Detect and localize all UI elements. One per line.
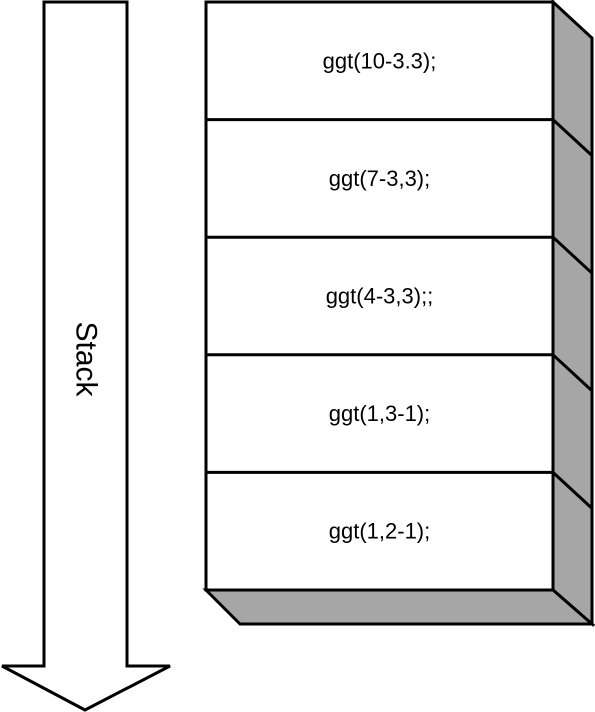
side-divider — [551, 471, 594, 510]
stack-frame-label: ggt(7-3,3); — [329, 166, 431, 191]
stack-frame-label: ggt(1,2-1); — [329, 519, 431, 544]
stack-direction-arrow: Stack — [1, 0, 171, 712]
box-side-face — [551, 0, 594, 628]
side-divider — [551, 236, 594, 275]
side-divider — [551, 118, 594, 157]
side-divider — [551, 353, 594, 392]
stack-frames: ggt(10-3.3); ggt(7-3,3); ggt(4-3,3);; ggt(1… — [323, 48, 437, 543]
stack-frame-label: ggt(1,3-1); — [329, 401, 431, 426]
stack-label: Stack — [70, 321, 103, 397]
stack-frame-label: ggt(4-3,3);; — [326, 284, 434, 309]
stack-frame-label: ggt(10-3.3); — [323, 48, 437, 73]
box-front-face — [204, 0, 555, 592]
stack-box: ggt(10-3.3); ggt(7-3,3); ggt(4-3,3);; ggt(1… — [202, 0, 595, 628]
frame-dividers — [206, 118, 594, 510]
arrow-down-icon — [1, 0, 171, 712]
box-bottom-face — [202, 588, 595, 626]
